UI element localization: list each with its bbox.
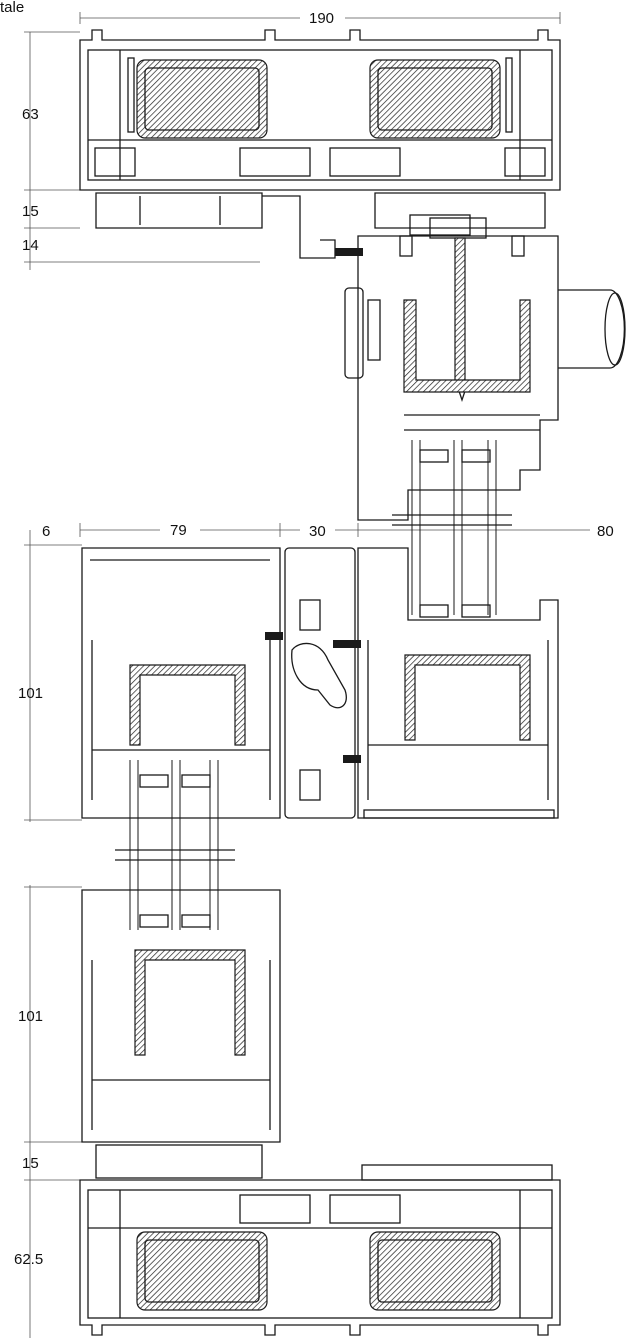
dim-gap-top: 6 [42,523,50,540]
upper-right-sash-profile [335,217,626,521]
dim-sash-right-width: 80 [597,523,614,540]
dim-top-rail-b: 14 [22,237,39,254]
dim-bottom-rail: 15 [22,1155,39,1172]
dim-bottom-frame-height: 62.5 [14,1251,43,1268]
dim-sash-left-width: 79 [170,522,187,539]
dim-overall-width: 190 [309,10,334,27]
dim-top-rail-a: 15 [22,203,39,220]
bottom-frame-profile [79,1179,561,1336]
dim-mullion-width: 30 [309,523,326,540]
right-sash-profile [333,547,559,819]
dim-sash-upper-height: 101 [18,685,43,702]
top-frame-profile [79,29,561,191]
left-glazing-unit [115,760,235,930]
title-fragment: tale [0,0,24,16]
top-rail-profile [95,192,546,259]
dimension-lines [24,12,590,1338]
left-lower-sash-profile [81,889,281,1143]
left-upper-sash-profile [81,547,281,819]
dim-top-frame-height: 63 [22,106,39,123]
dim-sash-lower-height: 101 [18,1008,43,1025]
upper-glazing-unit [392,440,512,618]
mullion-coupling [265,547,361,819]
bottom-rail-profile [95,1144,553,1181]
